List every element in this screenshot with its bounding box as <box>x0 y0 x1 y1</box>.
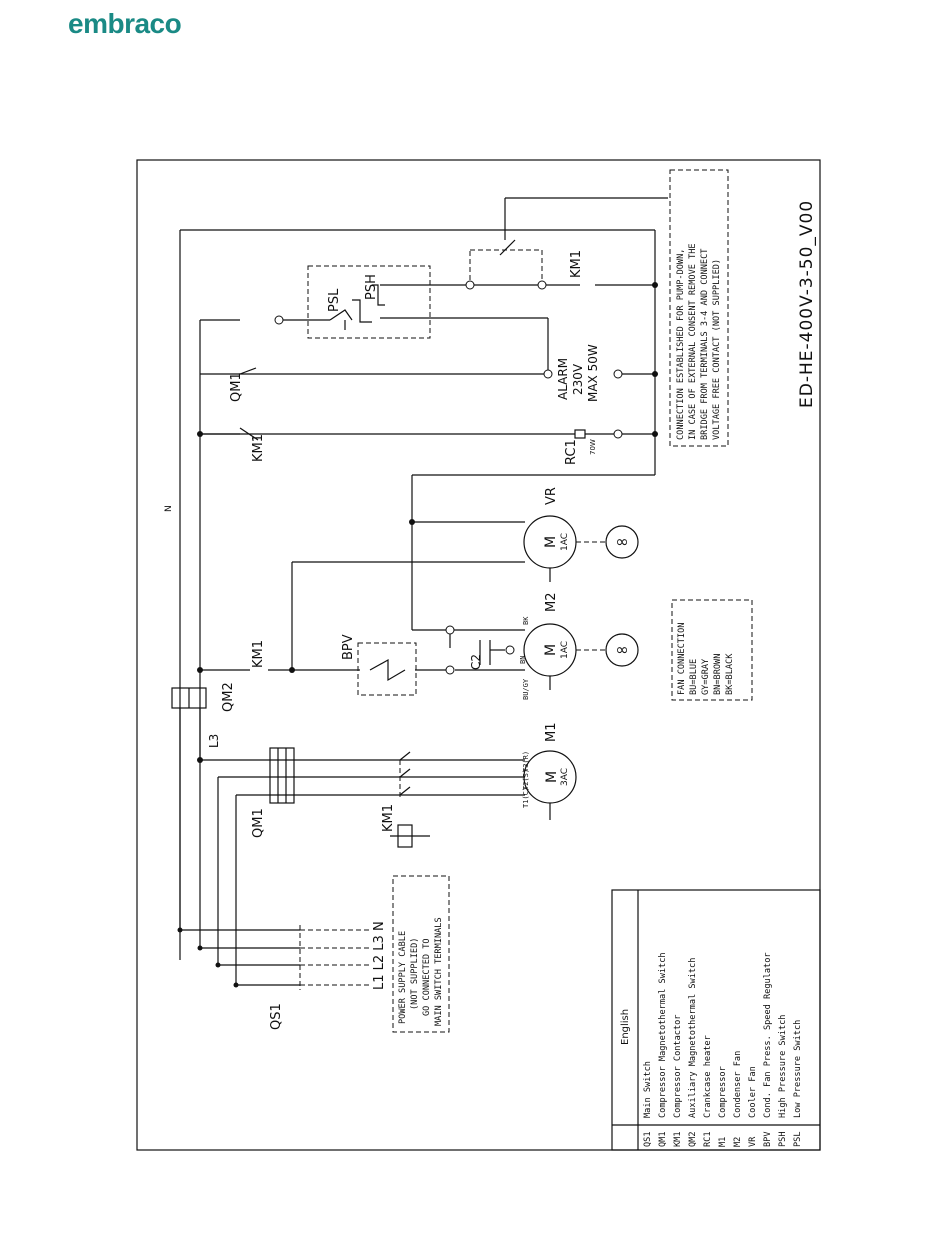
legend-code: PSL <box>793 1131 803 1147</box>
svg-text:C2: C2 <box>469 654 483 670</box>
legend-description: Cooler Fan <box>748 1066 758 1118</box>
heater-rc1 <box>574 429 586 439</box>
svg-text:3AC: 3AC <box>560 768 570 786</box>
svg-text:1AC: 1AC <box>560 533 570 551</box>
svg-text:QS1: QS1 <box>269 1003 284 1030</box>
junction-dots <box>177 280 658 988</box>
svg-text:VOLTAGE FREE CONTACT (NOT SUPP: VOLTAGE FREE CONTACT (NOT SUPPLIED) <box>712 259 722 440</box>
pressure-switch-box <box>307 265 431 339</box>
svg-text:FAN CONNECTION: FAN CONNECTION <box>677 623 687 695</box>
svg-text:BN=BROWN: BN=BROWN <box>713 654 723 695</box>
svg-text:∞: ∞ <box>615 532 628 551</box>
svg-text:RC1: RC1 <box>564 439 579 465</box>
legend-description: Compressor Contactor <box>673 1015 683 1118</box>
svg-text:L3: L3 <box>207 734 221 748</box>
svg-text:∞: ∞ <box>615 640 628 659</box>
svg-text:M: M <box>543 536 559 548</box>
motor-m2: M 1AC ∞ <box>523 623 639 690</box>
svg-text:VR: VR <box>544 487 559 505</box>
wires <box>171 197 668 990</box>
svg-text:BPV: BPV <box>341 634 356 660</box>
svg-text:QM2: QM2 <box>221 682 236 712</box>
component-labels: QS1 QM1 QM2 L3 KM1 KM1 KM1 QM1 KM1 BPV C… <box>164 250 600 1030</box>
svg-text:KM1: KM1 <box>251 640 266 668</box>
svg-text:M: M <box>543 644 559 656</box>
legend-code: RC1 <box>703 1131 713 1147</box>
legend-description: Condenser Fan <box>733 1051 743 1118</box>
embraco-logo: embraco <box>68 8 182 39</box>
legend-table: English <box>611 889 821 1151</box>
legend-code: QM1 <box>658 1131 668 1147</box>
svg-text:N: N <box>164 505 174 512</box>
svg-text:PSH: PSH <box>364 274 379 300</box>
svg-text:M: M <box>544 771 560 783</box>
legend-description: Main Switch <box>643 1061 653 1118</box>
drawing-frame <box>136 159 821 1151</box>
svg-text:BK=BLACK: BK=BLACK <box>725 653 735 695</box>
legend-description: Auxiliary Magnetothermal Switch <box>688 958 698 1118</box>
svg-text:1AC: 1AC <box>560 641 570 659</box>
drawing-code: ED-HE-400V-3-50_V00 <box>797 200 817 408</box>
svg-text:M2: M2 <box>544 593 559 613</box>
svg-text:QM1: QM1 <box>251 808 266 838</box>
svg-text:IN CASE OF EXTERNAL CONSENT RE: IN CASE OF EXTERNAL CONSENT REMOVE THE <box>688 243 698 440</box>
legend-code: QM2 <box>688 1131 698 1147</box>
svg-text:M1: M1 <box>544 723 559 743</box>
legend-code: M2 <box>733 1137 743 1147</box>
svg-text:POWER SUPPLY CABLE: POWER SUPPLY CABLE <box>398 931 408 1024</box>
svg-text:BU/GY: BU/GY <box>522 678 530 700</box>
motor-m1: M 3AC <box>523 750 577 820</box>
legend-code: KM1 <box>673 1131 683 1147</box>
legend-code: QS1 <box>643 1131 653 1147</box>
svg-text:T3(R): T3(R) <box>522 751 530 772</box>
legend-description: Crankcase heater <box>703 1035 713 1118</box>
svg-text:QM1: QM1 <box>229 372 244 402</box>
motor-vr: M 1AC ∞ <box>523 515 639 582</box>
legend-code: M1 <box>718 1137 728 1147</box>
svg-text:KM1: KM1 <box>381 804 396 832</box>
svg-text:GO CONNECTED TO: GO CONNECTED TO <box>422 938 432 1016</box>
svg-text:BU=BLUE: BU=BLUE <box>689 659 699 695</box>
svg-text:CONNECTION ESTABLISHED FOR PUM: CONNECTION ESTABLISHED FOR PUMP-DOWN, <box>676 249 686 440</box>
svg-text:230V: 230V <box>571 363 585 395</box>
legend-code: VR <box>748 1136 758 1147</box>
pump-down-note: CONNECTION ESTABLISHED FOR PUMP-DOWN, IN… <box>669 169 729 447</box>
svg-text:T1(C): T1(C) <box>522 787 530 808</box>
svg-text:MAX 50W: MAX 50W <box>586 344 600 402</box>
svg-text:(NOT SUPPLIED): (NOT SUPPLIED) <box>410 938 420 1010</box>
legend-description: Low Pressure Switch <box>793 1020 803 1118</box>
legend-code: PSH <box>778 1131 788 1147</box>
power-supply-note: POWER SUPPLY CABLE (NOT SUPPLIED) GO CON… <box>392 875 450 1033</box>
legend-description: Cond. Fan Press. Speed Regulator <box>763 952 773 1118</box>
svg-text:BRIDGE FROM TERMINALS 3-4 AND: BRIDGE FROM TERMINALS 3-4 AND CONNECT <box>700 249 710 440</box>
svg-text:70W: 70W <box>589 439 597 455</box>
legend-description: High Pressure Switch <box>778 1015 788 1118</box>
svg-text:MAIN SWITCH TERMINALS: MAIN SWITCH TERMINALS <box>434 917 444 1026</box>
svg-text:BN: BN <box>519 656 527 664</box>
svg-text:GY=GRAY: GY=GRAY <box>701 658 711 695</box>
svg-text:L1 L2 L3 N: L1 L2 L3 N <box>372 921 387 990</box>
legend-description: Compressor <box>718 1066 728 1118</box>
legend-header: English <box>620 1009 631 1045</box>
svg-text:BK: BK <box>522 616 530 625</box>
svg-text:ALARM: ALARM <box>556 358 570 400</box>
svg-text:KM1: KM1 <box>251 434 266 462</box>
svg-text:T2(S): T2(S) <box>522 769 530 790</box>
legend-code: BPV <box>763 1131 773 1147</box>
svg-text:KM1: KM1 <box>569 250 584 278</box>
svg-text:PSL: PSL <box>327 288 342 312</box>
legend-description: Compressor Magnetothermal Switch <box>658 952 668 1118</box>
fan-connection-note: FAN CONNECTION BU=BLUE GY=GRAY BN=BROWN … <box>671 599 753 701</box>
